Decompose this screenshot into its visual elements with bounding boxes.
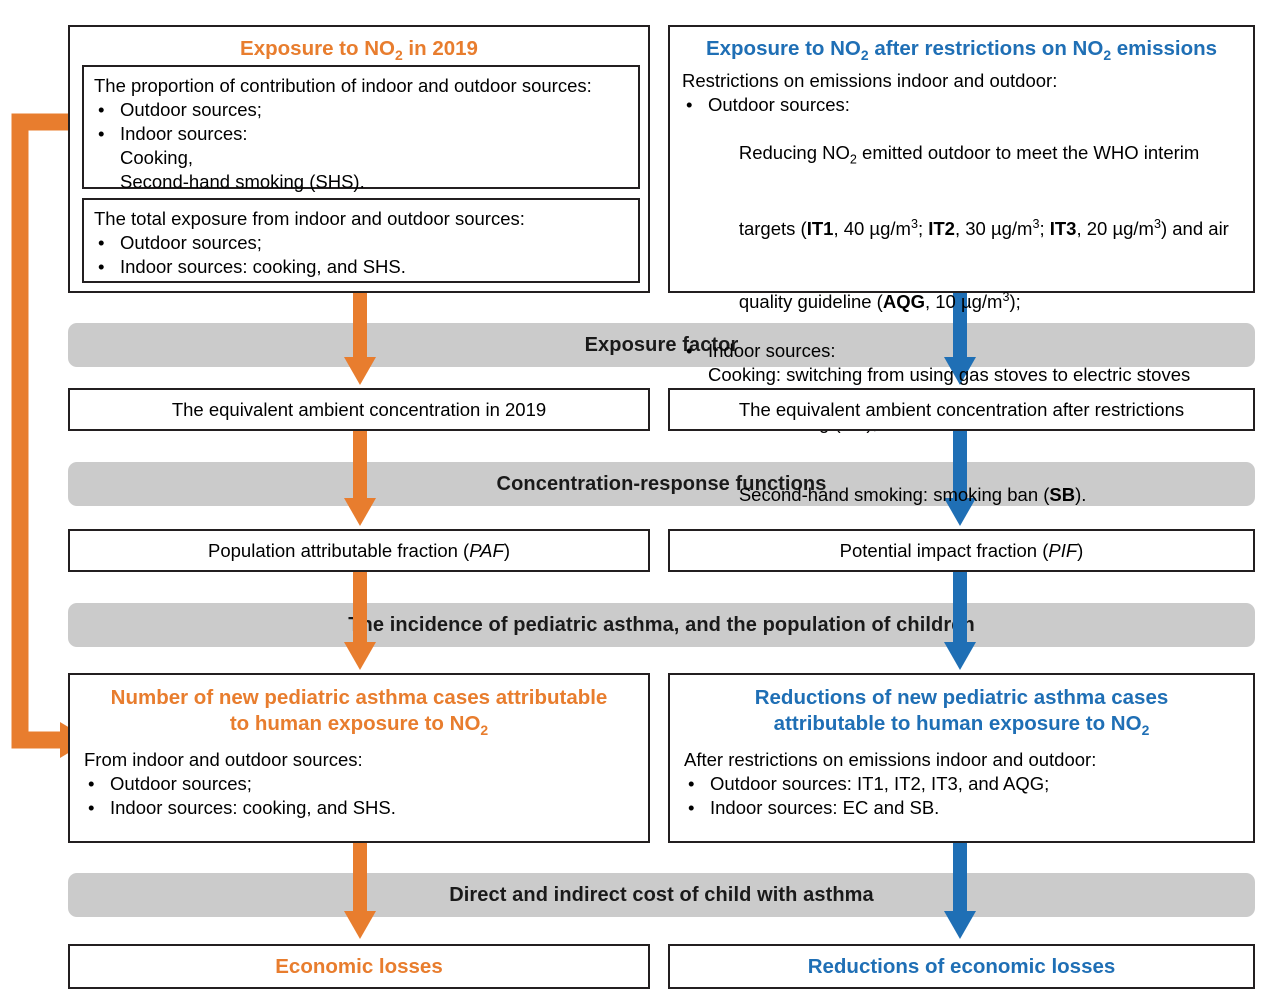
left-equivalent-concentration-label: The equivalent ambient concentration in … (171, 398, 547, 420)
bullet-icon: • (98, 232, 105, 254)
right-panel-outdoor-detail-3: quality guideline (AQG, 10 µg/m3); (738, 290, 1021, 313)
right-equivalent-concentration-box: The equivalent ambient concentration aft… (668, 388, 1255, 431)
left-outcome-title-line1: Number of new pediatric asthma cases att… (110, 686, 608, 709)
right-exposure-box: Exposure to NO2 after restrictions on NO… (668, 25, 1255, 505)
band-exposure-factor: Exposure factor (68, 323, 1255, 367)
bullet-icon: • (686, 93, 693, 115)
right-outcome-title: Reductions of new pediatric asthma cases… (754, 686, 1169, 739)
left-outcome-bullet-1: • Indoor sources: cooking, and SHS. (84, 796, 634, 820)
bullet-label: Indoor sources: cooking, and SHS. (110, 797, 396, 819)
band-label: The incidence of pediatric asthma, and t… (348, 613, 975, 636)
bullet-label: Indoor sources: cooking, and SHS. (120, 256, 406, 278)
bullet-label: Outdoor sources: (708, 93, 850, 115)
right-outcome-box: Reductions of new pediatric asthma cases… (668, 673, 1255, 843)
right-panel-indoor-detail-3: Second-hand smoking: smoking ban (SB). (738, 484, 1087, 506)
right-pif-label: Potential impact fraction (PIF) (839, 539, 1084, 561)
band-label: Exposure factor (584, 333, 739, 356)
right-outcome-bullet-1: • Indoor sources: EC and SB. (684, 796, 1239, 820)
left-economic-losses-box: Economic losses (68, 944, 650, 989)
left-header-title: Exposure to NO2 in 2019 (240, 37, 478, 64)
band-label: Concentration-response functions (496, 472, 827, 495)
bullet-label: Indoor sources: (708, 339, 836, 361)
left-panel-a-sub-1: Second-hand smoking (SHS). (120, 171, 365, 193)
left-panel-b-bullet-0: • Outdoor sources; (94, 231, 628, 255)
band-cost: Direct and indirect cost of child with a… (68, 873, 1255, 917)
right-equivalent-concentration-label: The equivalent ambient concentration aft… (738, 398, 1185, 420)
left-panel-a-sub-0: Cooking, (120, 147, 194, 169)
bullet-icon: • (688, 797, 695, 819)
bullet-label: Indoor sources: EC and SB. (710, 797, 940, 819)
right-economic-losses-box: Reductions of economic losses (668, 944, 1255, 989)
right-panel-outdoor-detail-1: Reducing NO2 emitted outdoor to meet the… (738, 142, 1200, 167)
bullet-icon: • (98, 256, 105, 278)
right-panel-indoor-detail-1: Cooking: switching from using gas stoves… (708, 363, 1191, 385)
left-panel-a-bullet-0: • Outdoor sources; (94, 98, 628, 122)
bullet-label: Outdoor sources; (120, 99, 262, 121)
right-panel-bullet-outdoor: • Outdoor sources: (682, 93, 1241, 117)
bullet-icon: • (688, 773, 695, 795)
bullet-label: Indoor sources: (120, 123, 248, 145)
bullet-icon: • (686, 339, 693, 361)
left-panel-b-intro: The total exposure from indoor and outdo… (94, 208, 525, 229)
band-concentration-response: Concentration-response functions (68, 462, 1255, 506)
bullet-icon: • (88, 797, 95, 819)
right-outcome-intro: After restrictions on emissions indoor a… (684, 749, 1097, 771)
right-header-title: Exposure to NO2 after restrictions on NO… (705, 37, 1218, 64)
band-label: Direct and indirect cost of child with a… (449, 883, 874, 906)
bullet-label: Outdoor sources; (120, 232, 262, 254)
right-outcome-bullet-0: • Outdoor sources: IT1, IT2, IT3, and AQ… (684, 772, 1239, 796)
right-outcome-title-line1: Reductions of new pediatric asthma cases (754, 686, 1169, 709)
band-incidence: The incidence of pediatric asthma, and t… (68, 603, 1255, 647)
right-pif-box: Potential impact fraction (PIF) (668, 529, 1255, 572)
bullet-label: Outdoor sources; (110, 773, 252, 795)
left-panel-a-intro: The proportion of contribution of indoor… (94, 75, 592, 96)
left-economic-losses-label: Economic losses (275, 954, 443, 978)
left-outcome-box: Number of new pediatric asthma cases att… (68, 673, 650, 843)
left-panel-a-bullet-1: • Indoor sources: (94, 122, 628, 146)
right-panel-intro: Restrictions on emissions indoor and out… (682, 69, 1058, 91)
bullet-icon: • (98, 123, 105, 145)
left-exposure-box: Exposure to NO2 in 2019 The proportion o… (68, 25, 650, 293)
right-economic-losses-label: Reductions of economic losses (807, 954, 1116, 978)
left-outcome-intro: From indoor and outdoor sources: (84, 749, 363, 771)
right-panel-outdoor-detail-2: targets (IT1, 40 µg/m3; IT2, 30 µg/m3; I… (738, 217, 1229, 240)
left-outcome-bullet-0: • Outdoor sources; (84, 772, 634, 796)
left-panel-b-bullet-1: • Indoor sources: cooking, and SHS. (94, 255, 628, 279)
right-panel-bullet-indoor: • Indoor sources: (682, 339, 1241, 363)
left-outcome-title: Number of new pediatric asthma cases att… (110, 686, 608, 739)
bullet-label: Outdoor sources: IT1, IT2, IT3, and AQG; (710, 773, 1050, 795)
bullet-icon: • (88, 773, 95, 795)
left-paf-box: Population attributable fraction (PAF) (68, 529, 650, 572)
left-equivalent-concentration-box: The equivalent ambient concentration in … (68, 388, 650, 431)
left-paf-label: Population attributable fraction (PAF) (208, 539, 510, 561)
bullet-icon: • (98, 99, 105, 121)
left-panel-proportion: The proportion of contribution of indoor… (82, 65, 640, 192)
left-panel-total: The total exposure from indoor and outdo… (82, 198, 640, 283)
